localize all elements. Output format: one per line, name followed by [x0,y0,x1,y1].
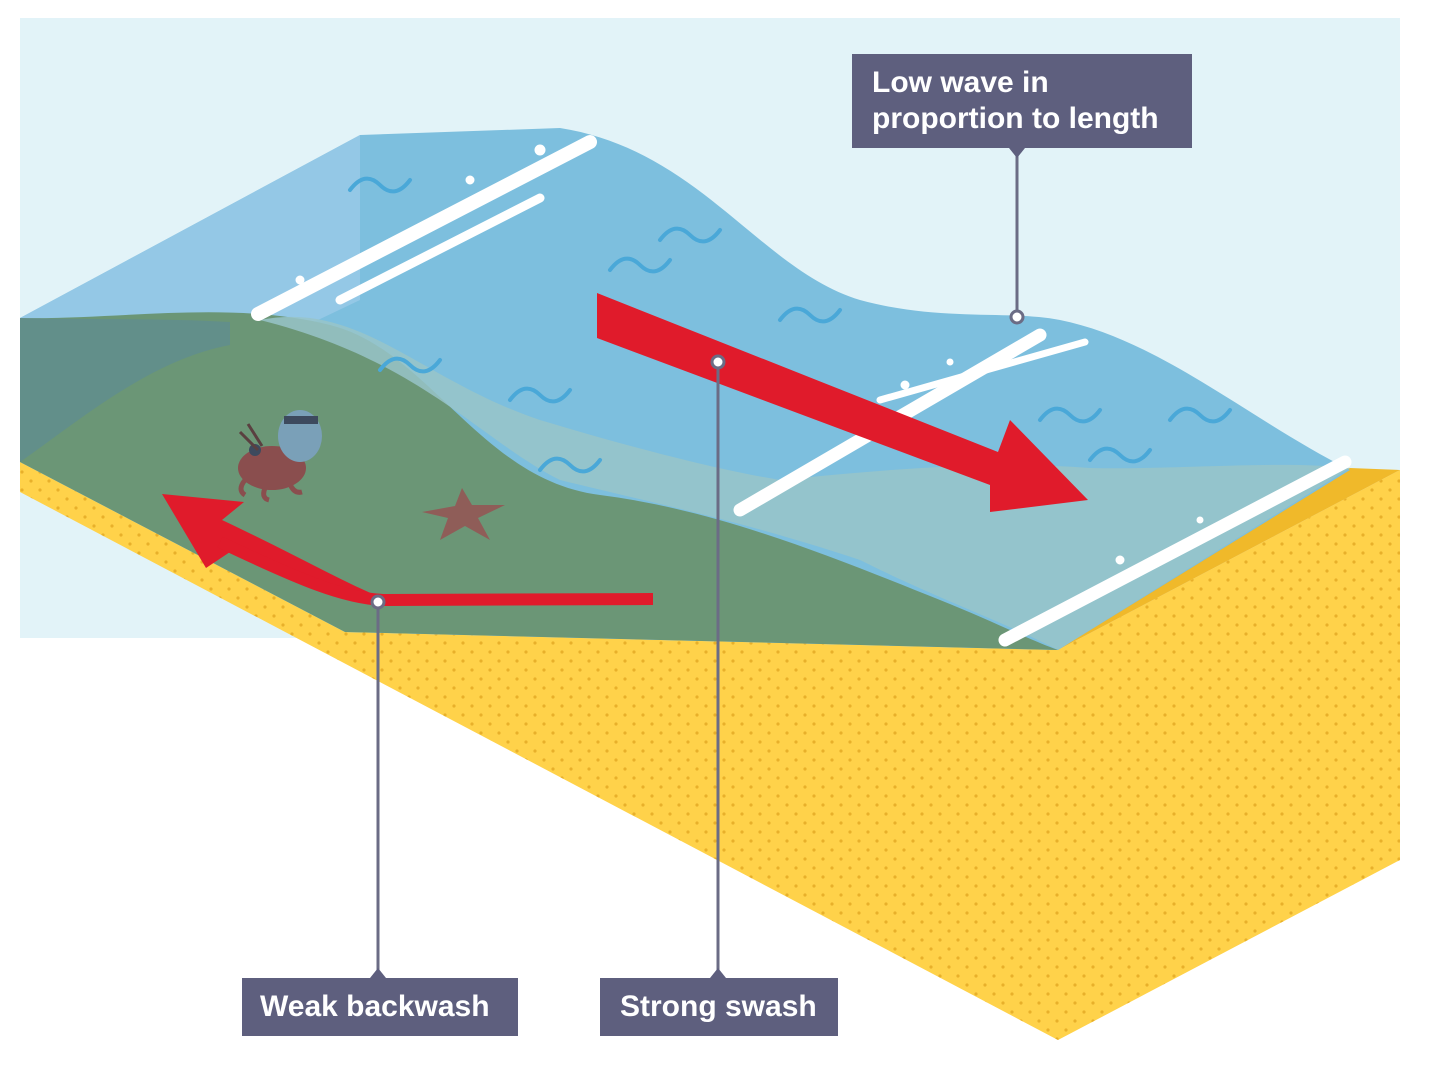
strong-swash-arrow [597,293,1088,512]
strong-swash-label-text: Strong swash [620,990,817,1023]
anchor-dots [370,309,1025,610]
strong-swash-label: Strong swash [600,978,838,1036]
label-pointers [370,148,1025,978]
low-wave-label-line2: proportion to length [872,102,1159,135]
weak-backwash-label-text: Weak backwash [260,990,490,1023]
leader-lines [376,148,1019,978]
low-wave-label: Low wave in proportion to length [852,54,1192,148]
weak-backwash-label: Weak backwash [242,978,518,1036]
sand-block [20,462,1400,1040]
shallow-water [260,316,1350,650]
hermit-crab-icon [238,410,322,503]
low-wave-label-line1: Low wave in [872,66,1049,99]
starfish-icon [422,488,505,540]
wave-ripples [348,176,1232,474]
seabed-dark-band [20,318,230,462]
